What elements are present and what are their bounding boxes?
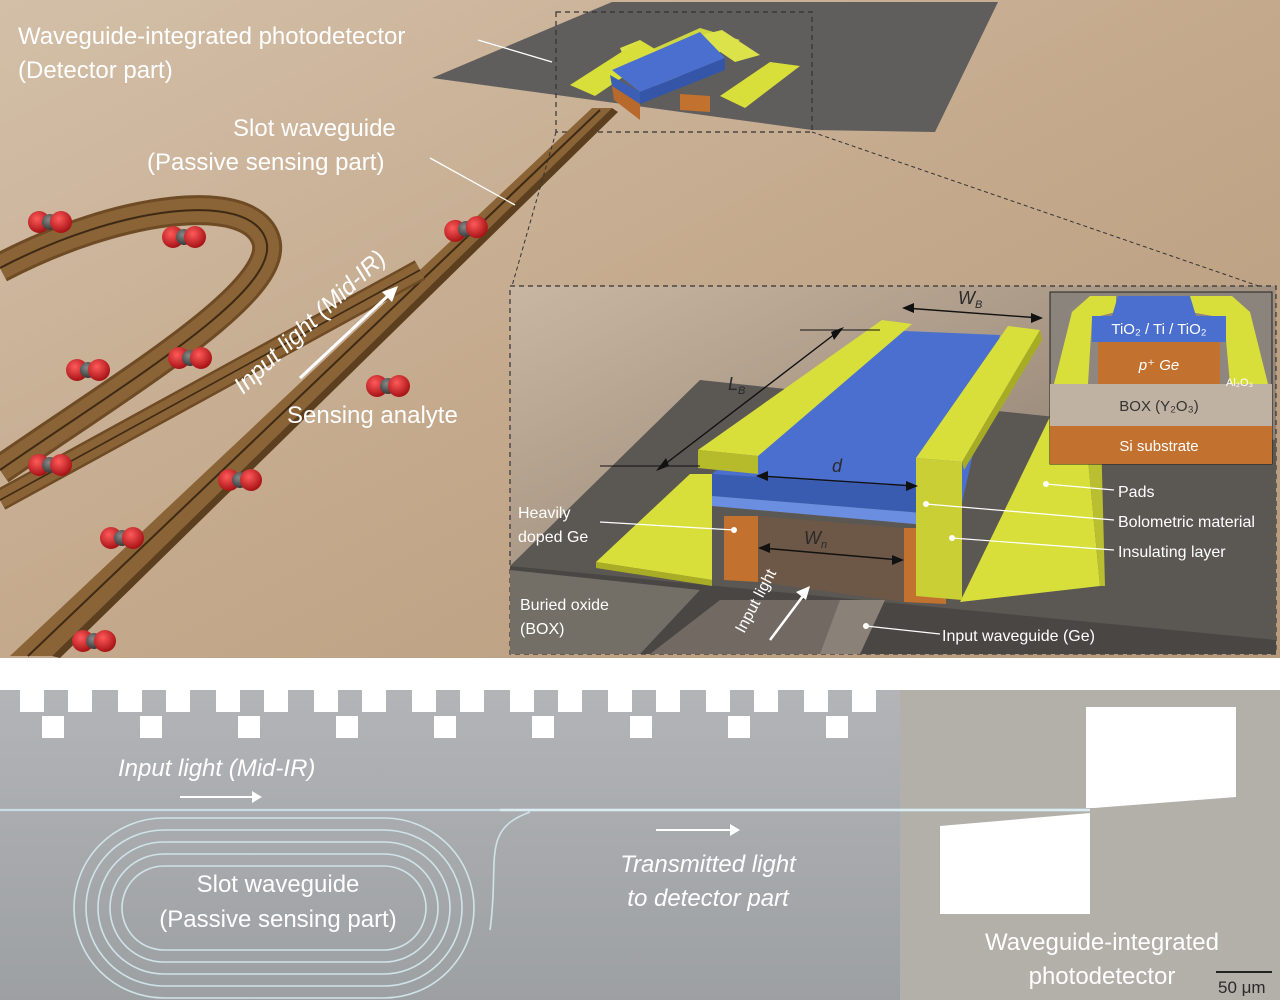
sensing-analyte: Sensing analyte [287, 402, 458, 429]
xs-layer4: Si substrate [1119, 438, 1198, 455]
cross-section: TiO₂ / Ti / TiO₂ p⁺ Ge BOX (Y₂O₃) Si sub… [1049, 291, 1273, 465]
detector-pad-lower [940, 813, 1090, 914]
box-line1: Buried oxide [520, 597, 609, 614]
box-line2: (BOX) [520, 621, 564, 638]
analyte-molecule [66, 359, 110, 381]
heavily-doped-line2: doped Ge [518, 529, 588, 546]
analyte-molecule [72, 630, 116, 652]
wn-label: Wn [804, 528, 827, 551]
detector-zoom-box [555, 11, 813, 133]
insulating-label: Insulating layer [1118, 544, 1226, 561]
xs-layer3: BOX (Y₂O₃) [1119, 398, 1198, 415]
wb-label: WB [958, 288, 982, 311]
pads-label: Pads [1118, 484, 1154, 501]
detector-device-small [570, 28, 800, 120]
si-substrate-layer [1050, 426, 1272, 464]
bottom-detector-line2: photodetector [1029, 963, 1176, 990]
racetrack-spiral [73, 817, 475, 999]
detector-title-line1: Waveguide-integrated photodetector [18, 23, 405, 50]
xs-side-label: Al₂O₃ [1226, 377, 1253, 389]
lb-label: LB [728, 374, 745, 397]
xs-pad-left [1054, 296, 1116, 384]
bolometric-label: Bolometric material [1118, 514, 1255, 531]
xs-layer1: TiO₂ / Ti / TiO₂ [1111, 321, 1206, 338]
bottom-panel: Input light (Mid-IR) Slot waveguide (Pas… [0, 658, 1280, 1000]
analyte-molecule [28, 454, 72, 476]
detector-title-line2: (Detector part) [18, 57, 173, 84]
analyte-molecule [444, 216, 488, 242]
analyte-molecule [162, 226, 206, 248]
slot-waveguide-line2: (Passive sensing part) [147, 149, 384, 176]
bottom-slot-line1: Slot waveguide [197, 871, 360, 898]
xs-pad-right [1190, 296, 1268, 384]
slot-waveguide-straight [10, 108, 618, 658]
ge-block-left [724, 516, 758, 582]
analyte-molecules [28, 211, 488, 652]
transmitted-line1: Transmitted light [620, 851, 797, 878]
rail-left [698, 320, 912, 456]
d-label: d [832, 456, 843, 476]
analyte-molecule [366, 375, 410, 397]
xs-layer2: p⁺ Ge [1138, 357, 1179, 374]
input-waveguide-label: Input waveguide (Ge) [942, 628, 1095, 645]
scale-bar-label: 50 μm [1218, 978, 1266, 997]
transmitted-line2: to detector part [627, 885, 790, 912]
heavily-doped-line1: Heavily [518, 505, 570, 522]
bottom-input-light: Input light (Mid-IR) [118, 755, 315, 782]
detector-pad-upper [1086, 707, 1236, 808]
pad-left [596, 474, 712, 580]
analyte-molecule [168, 347, 212, 369]
box-layer [1050, 384, 1272, 426]
bottom-detector-line1: Waveguide-integrated [985, 929, 1219, 956]
bottom-slot-line2: (Passive sensing part) [159, 906, 396, 933]
ge-layer [1098, 342, 1220, 384]
analyte-molecule [100, 527, 144, 549]
tio2-layer [1092, 316, 1226, 342]
rail-right [916, 326, 1040, 462]
analyte-molecule [28, 211, 72, 233]
slot-waveguide-line1: Slot waveguide [233, 115, 396, 142]
analyte-molecule [218, 469, 262, 491]
